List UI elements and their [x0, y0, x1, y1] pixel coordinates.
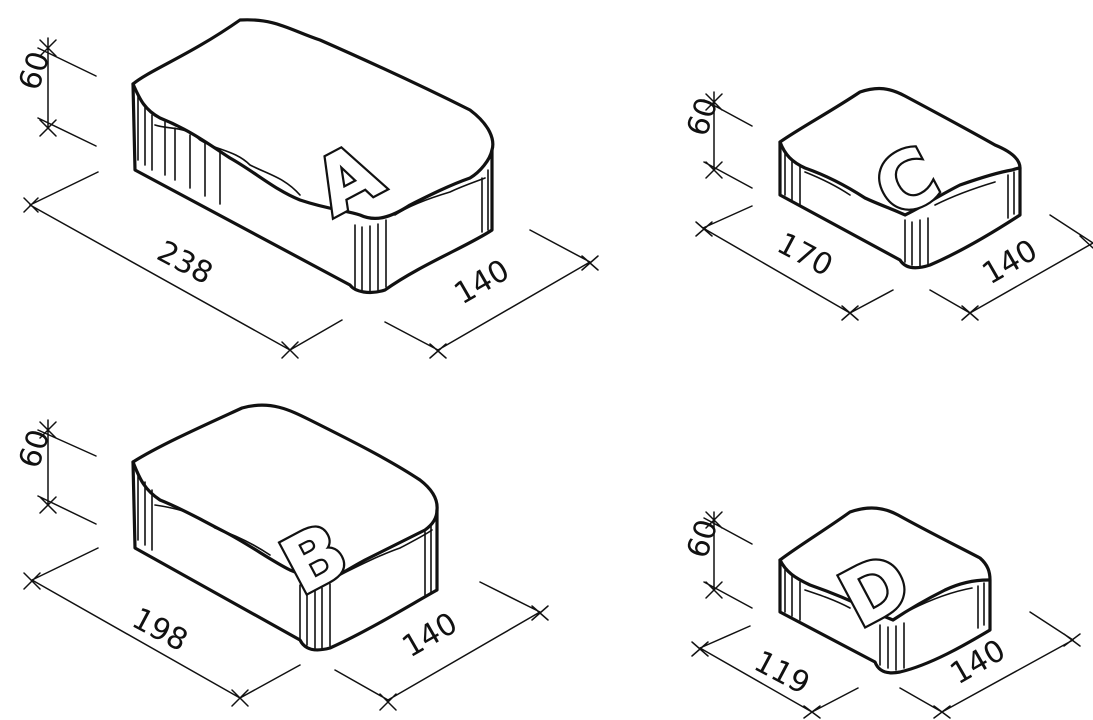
block-b-dim-height: 60	[12, 419, 97, 525]
block-a: A 60 238 140	[12, 18, 599, 359]
block-c-length-text: 170	[771, 226, 838, 284]
block-b-top-edge	[131, 460, 439, 587]
block-d-length-text: 119	[748, 644, 815, 702]
block-c: C 60 170 140	[680, 86, 1093, 321]
block-c-body	[778, 86, 1022, 270]
block-d-chip-line	[804, 587, 973, 611]
block-c-height-text: 60	[680, 93, 725, 140]
block-a-body	[131, 18, 495, 295]
block-b-grooves	[137, 471, 432, 649]
block-b-body	[131, 403, 439, 652]
block-d-body	[778, 506, 992, 675]
block-a-top-edge	[131, 82, 494, 220]
block-a-grooves	[137, 94, 489, 292]
block-c-dim-height: 60	[680, 91, 753, 189]
block-c-grooves	[784, 151, 1015, 267]
block-a-dim-height: 60	[12, 37, 97, 147]
block-d-grooves	[784, 569, 985, 671]
block-a-length-text: 238	[151, 234, 218, 292]
block-a-width-text: 140	[449, 253, 516, 312]
block-b: B 60 198 140	[12, 403, 549, 711]
block-b-chip-line	[154, 504, 433, 576]
block-d: D 60 119 140	[680, 506, 1081, 719]
block-b-length-text: 198	[126, 601, 193, 659]
block-d-top-edge	[778, 558, 990, 622]
block-c-chip-line	[804, 171, 996, 206]
block-d-height-text: 60	[680, 515, 725, 562]
block-a-chip-line	[154, 124, 486, 216]
block-c-width-text: 140	[977, 233, 1044, 292]
block-b-width-text: 140	[397, 606, 464, 665]
block-c-top-edge	[778, 140, 1022, 217]
block-d-dim-height: 60	[680, 511, 753, 609]
